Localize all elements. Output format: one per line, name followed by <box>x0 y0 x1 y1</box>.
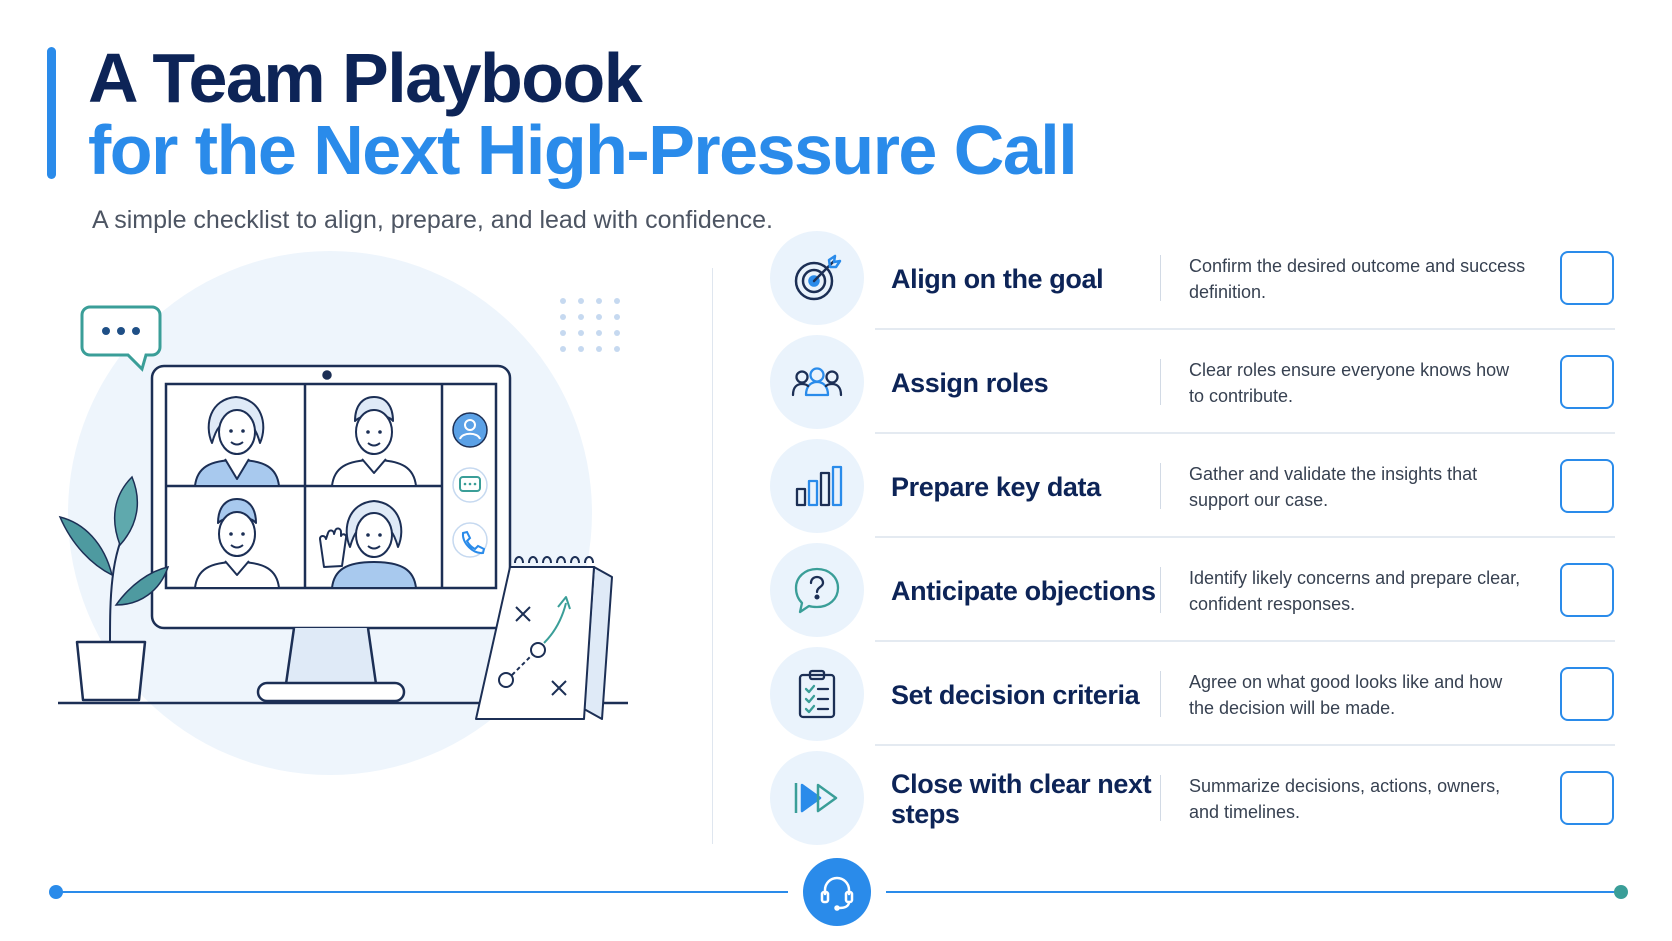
checklist-item-title: Assign roles <box>891 367 1049 398</box>
playbook-calendar <box>475 556 613 720</box>
clipboard-checklist-icon <box>770 647 864 741</box>
checklist-item-title: Anticipate objections <box>891 575 1156 606</box>
checklist-item: Anticipate objections Identify likely co… <box>765 539 1625 642</box>
row-divider <box>875 744 1615 746</box>
checklist-item: Set decision criteria Agree on what good… <box>765 643 1625 746</box>
checkbox-align-goal[interactable] <box>1560 251 1614 305</box>
item-separator <box>1160 255 1161 301</box>
checklist-item-description: Clear roles ensure everyone knows how to… <box>1189 359 1510 406</box>
checklist-item: Align on the goal Confirm the desired ou… <box>765 227 1625 330</box>
checklist-item-title: Close with clear next steps <box>891 768 1152 829</box>
checklist-item-description: Agree on what good looks like and how th… <box>1189 671 1503 718</box>
participant-1 <box>194 396 280 487</box>
section-divider <box>712 268 713 844</box>
footer-dot-right <box>1614 885 1628 899</box>
row-divider <box>875 432 1615 434</box>
video-call-illustration <box>58 251 628 775</box>
checkbox-anticipate-objections[interactable] <box>1560 563 1614 617</box>
dot-grid <box>560 298 620 352</box>
item-separator <box>1160 463 1161 509</box>
checklist-item-title: Align on the goal <box>891 263 1104 294</box>
row-divider <box>875 536 1615 538</box>
checklist-item: Assign roles Clear roles ensure everyone… <box>765 331 1625 434</box>
fast-forward-icon <box>770 751 864 845</box>
target-icon <box>770 231 864 325</box>
footer-dot-left <box>49 885 63 899</box>
page-title: A Team Playbook <box>88 39 643 117</box>
item-separator <box>1160 671 1161 717</box>
checkbox-assign-roles[interactable] <box>1560 355 1614 409</box>
item-separator <box>1160 567 1161 613</box>
checklist-item-description: Summarize decisions, actions, owners, an… <box>1189 775 1501 822</box>
item-separator <box>1160 775 1161 821</box>
participant-3 <box>194 498 280 589</box>
row-divider <box>875 328 1615 330</box>
title-accent-bar <box>47 47 56 179</box>
footer-line-left <box>56 891 788 893</box>
checkbox-decision-criteria[interactable] <box>1560 667 1614 721</box>
row-divider <box>875 640 1615 642</box>
checklist-item-description: Gather and validate the insights that su… <box>1189 463 1478 510</box>
checklist-item-description: Identify likely concerns and prepare cle… <box>1189 567 1521 614</box>
bar-chart-icon <box>770 439 864 533</box>
page-title-highlight: for the Next High-Pressure Call <box>88 111 1078 189</box>
checklist-item: Close with clear next steps Summarize de… <box>765 747 1625 850</box>
footer-line-right <box>886 891 1621 893</box>
checklist-item-description: Confirm the desired outcome and success … <box>1189 255 1526 302</box>
plant <box>58 475 170 702</box>
participant-4 <box>319 500 417 589</box>
team-icon <box>770 335 864 429</box>
checklist-item: Prepare key data Gather and validate the… <box>765 435 1625 538</box>
speech-bubble-icon <box>80 305 162 372</box>
page-subtitle: A simple checklist to align, prepare, an… <box>92 206 773 234</box>
checkbox-prepare-data[interactable] <box>1560 459 1614 513</box>
participant-2 <box>331 396 417 487</box>
item-separator <box>1160 359 1161 405</box>
call-controls <box>452 412 488 558</box>
checklist-item-title: Set decision criteria <box>891 679 1140 710</box>
headset-icon <box>803 858 871 926</box>
question-bubble-icon <box>770 543 864 637</box>
phone-icon <box>452 522 488 558</box>
checklist-item-title: Prepare key data <box>891 471 1101 502</box>
checkbox-next-steps[interactable] <box>1560 771 1614 825</box>
